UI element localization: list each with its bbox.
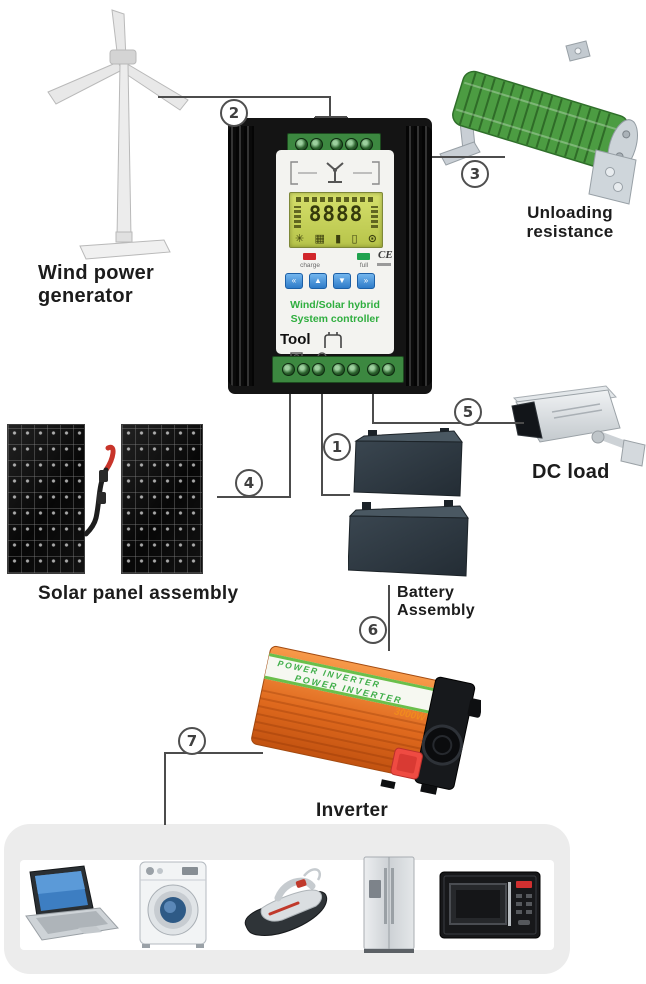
ce-mark: CE bbox=[378, 249, 393, 261]
wire-controller-to-battery bbox=[321, 393, 350, 496]
terminal-screw bbox=[381, 363, 395, 376]
lcd-right-segments bbox=[371, 206, 378, 228]
battery-charge-icon: ▮ bbox=[335, 232, 342, 245]
refrigerator-icon bbox=[363, 856, 415, 953]
lcd-icon-row: ✳ ▦ ▮ ▯ ⊙ bbox=[295, 232, 377, 245]
unloading-resistance-label: Unloading resistance bbox=[526, 203, 614, 241]
solar-connector-cable bbox=[84, 444, 116, 537]
tool-row: Tool bbox=[280, 330, 392, 367]
inverter-terminal-knob bbox=[467, 698, 481, 718]
terminal-screw bbox=[281, 363, 295, 376]
connection-number-7: 7 bbox=[178, 727, 206, 755]
down-button[interactable]: ▼ bbox=[333, 273, 351, 289]
solar-panel-left bbox=[7, 424, 85, 574]
connection-number-6: 6 bbox=[359, 616, 387, 644]
battery-1 bbox=[353, 428, 463, 497]
controller-heatsink-right bbox=[406, 126, 432, 386]
terminal-screw bbox=[311, 363, 325, 376]
inverter-stripe bbox=[264, 653, 434, 714]
connection-number-1: 1 bbox=[323, 433, 351, 461]
lcd-display: 8888 ✳ ▦ ▮ ▯ ⊙ bbox=[289, 192, 383, 248]
hybrid-controller: 8888 ✳ ▦ ▮ ▯ ⊙ charge full CE « ▲ ▼ bbox=[228, 118, 432, 394]
connection-number-4: 4 bbox=[235, 469, 263, 497]
wire-wind-to-controller bbox=[158, 96, 348, 133]
battery-assembly-label: Battery Assembly bbox=[397, 584, 475, 619]
wire-solar-to-controller bbox=[217, 394, 291, 498]
lcd-status-segments bbox=[296, 197, 376, 202]
battery-2 bbox=[348, 500, 469, 577]
terminal-screw bbox=[345, 137, 358, 151]
wind-generator-label: Wind power generator bbox=[38, 262, 155, 307]
controller-heatsink-left bbox=[228, 126, 254, 386]
connection-number-2: 2 bbox=[220, 99, 248, 127]
terminal-screw bbox=[360, 137, 373, 151]
menu-button[interactable]: « bbox=[285, 273, 303, 289]
battery-clamp-icon bbox=[324, 332, 342, 348]
certification-text bbox=[377, 263, 391, 266]
controller-face-panel: 8888 ✳ ▦ ▮ ▯ ⊙ charge full CE « ▲ ▼ bbox=[276, 150, 394, 367]
washing-machine-icon bbox=[139, 861, 207, 948]
terminal-screw bbox=[331, 363, 345, 376]
terminal-screw bbox=[330, 137, 343, 151]
tool-label: Tool bbox=[280, 331, 311, 349]
resistor-right-bracket bbox=[588, 149, 637, 205]
lcd-value: 8888 bbox=[308, 202, 364, 226]
wind-input-symbol bbox=[290, 161, 380, 185]
solar-panel-label: Solar panel assembly bbox=[38, 583, 239, 604]
terminal-screw bbox=[296, 363, 310, 376]
charge-led-label: charge bbox=[300, 262, 320, 269]
dc-load-label: DC load bbox=[532, 461, 610, 483]
microwave-icon bbox=[439, 871, 541, 939]
laptop-icon bbox=[25, 865, 119, 941]
terminal-screw bbox=[295, 137, 308, 151]
terminal-screw bbox=[346, 363, 360, 376]
unloading-resistor-illustration bbox=[439, 40, 638, 205]
controller-brand-text: Wind/Solar hybrid System controller bbox=[290, 299, 380, 325]
lcd-left-segments bbox=[294, 206, 301, 228]
controller-buttons: « ▲ ▼ » bbox=[285, 273, 375, 289]
sun-icon: ✳ bbox=[295, 232, 305, 245]
enter-button[interactable]: » bbox=[357, 273, 375, 289]
resistor-top-bracket bbox=[565, 40, 591, 62]
up-button[interactable]: ▲ bbox=[309, 273, 327, 289]
controller-bottom-terminal-block bbox=[272, 356, 404, 383]
cctv-camera-illustration bbox=[511, 385, 646, 467]
charge-led bbox=[303, 253, 316, 260]
connection-number-5: 5 bbox=[454, 398, 482, 426]
wire-inverter-to-loads bbox=[164, 752, 263, 825]
battery-bank-illustration bbox=[348, 428, 469, 577]
terminal-screw bbox=[310, 137, 323, 151]
lamp-icon: ⊙ bbox=[367, 232, 377, 245]
solar-panel-right bbox=[121, 424, 203, 574]
connection-number-3: 3 bbox=[461, 160, 489, 188]
turbine-base bbox=[79, 239, 171, 260]
full-led bbox=[357, 253, 370, 260]
camera-bracket bbox=[620, 439, 646, 467]
battery-icon: ▯ bbox=[351, 232, 358, 245]
clothes-iron-icon bbox=[244, 868, 328, 936]
camera-lens bbox=[511, 401, 543, 439]
solar-panel-icon: ▦ bbox=[314, 232, 325, 245]
terminal-screw bbox=[366, 363, 380, 376]
inverter-illustration: POWER INVERTER POWER INVERTER 3000W bbox=[251, 645, 481, 795]
wire-controller-to-dcload bbox=[372, 393, 524, 424]
full-led-label: full bbox=[359, 262, 369, 269]
inverter-label: Inverter bbox=[316, 800, 389, 821]
